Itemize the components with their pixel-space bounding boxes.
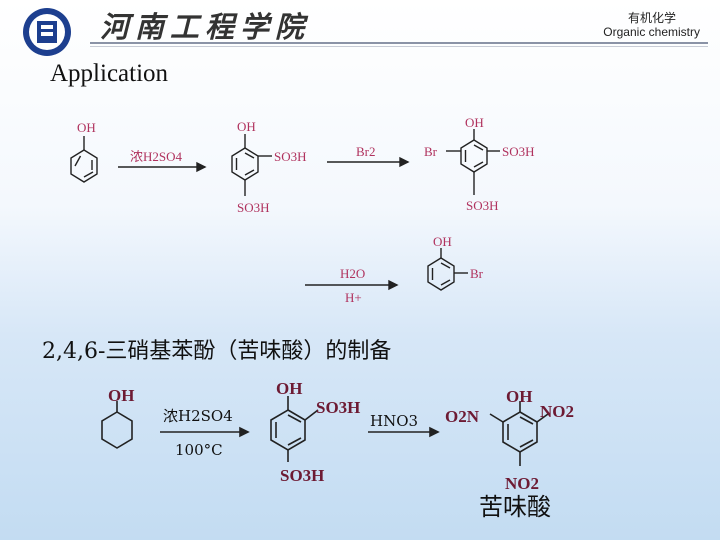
course-name-english: Organic chemistry — [603, 25, 700, 39]
school-name: 河南工程学院 — [100, 10, 311, 44]
label-so3h-disulfonic-right: SO3H — [316, 398, 360, 417]
label-br-left: Br — [424, 144, 438, 159]
label-no2-bottom: NO2 — [505, 474, 539, 493]
reagent-acid: H+ — [345, 290, 362, 305]
label-no2-right: NO2 — [540, 402, 574, 421]
reagent-bromine: Br2 — [356, 144, 376, 159]
label-oh-phenol-2: OH — [108, 386, 134, 405]
benzene-ring-phenol-2 — [101, 411, 133, 449]
reagent-conc-sulfuric-acid: 浓H2SO4 — [130, 149, 183, 164]
benzene-ring-bromophenol — [427, 257, 455, 291]
product-name-picric-acid: 苦味酸 — [479, 493, 551, 521]
label-o2n-left: O2N — [445, 407, 480, 426]
reaction-scheme-bromination: OH 浓H2SO4 OH SO3H SO3H Br2 OH Br SO3H SO… — [70, 115, 535, 305]
slide-header: 河南工程学院 有机化学 Organic chemistry — [0, 0, 720, 58]
reagent-conc-sulfuric-acid-2: 浓H2SO4 — [163, 407, 233, 425]
university-logo-icon — [23, 8, 71, 56]
preparation-heading: 2,4,6-三硝基苯酚（苦味酸）的制备 — [42, 339, 392, 364]
label-so3h-bottom: SO3H — [237, 200, 270, 215]
label-oh-sulfonic: OH — [237, 119, 256, 134]
label-so3h-bottom-2: SO3H — [466, 198, 499, 213]
label-br-bromophenol: Br — [470, 266, 484, 281]
header-divider-thin — [90, 46, 708, 47]
label-oh-disulfonic: OH — [276, 379, 302, 398]
benzene-ring-phenol — [70, 149, 98, 183]
label-oh-picric: OH — [506, 387, 532, 406]
reagent-nitric-acid: HNO3 — [370, 412, 418, 430]
slide-title: Application — [50, 60, 169, 87]
reagent-water: H2O — [340, 266, 365, 281]
label-so3h-right: SO3H — [274, 149, 307, 164]
label-so3h-right-2: SO3H — [502, 144, 535, 159]
condition-temperature: 100°C — [175, 441, 223, 459]
label-oh-bromophenol: OH — [433, 234, 452, 249]
label-oh-phenol: OH — [77, 120, 96, 135]
label-oh-bromo: OH — [465, 115, 484, 130]
course-name-chinese: 有机化学 — [627, 11, 676, 25]
label-so3h-disulfonic-bottom: SO3H — [280, 466, 324, 485]
header-divider — [90, 42, 708, 44]
